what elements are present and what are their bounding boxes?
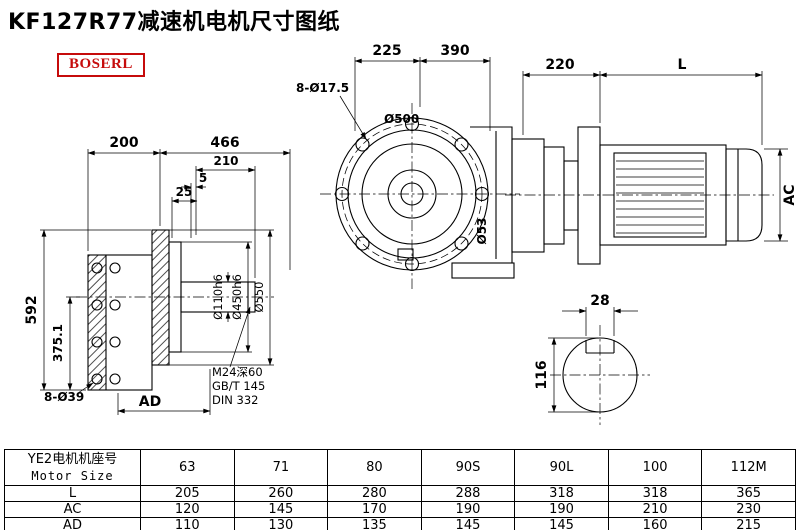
value-AD-71: 130	[233, 517, 329, 530]
table-header-en: Motor Size	[31, 468, 114, 483]
brand-logo: BOSERL	[57, 53, 145, 77]
motor-cooling-fins	[616, 160, 704, 234]
dim-width-5: 5	[199, 171, 207, 185]
motor-size-112m: 112M	[701, 449, 796, 486]
value-L-71: 260	[233, 485, 329, 502]
label-bolt-holes-17-5: 8-Ø17.5	[296, 81, 349, 95]
dim-height-375-1: 375.1	[51, 324, 65, 362]
table-row-AD: AD 110 130 135 145 145 160 215	[4, 517, 796, 530]
side-view: 200 466 210 5 25 592 375.1	[24, 135, 291, 415]
dim-length-L: L	[678, 57, 687, 73]
motor-size-90s: 90S	[420, 449, 516, 486]
value-L-100: 318	[607, 485, 703, 502]
value-AD-63: 110	[140, 517, 235, 530]
dim-spigot-dia: Ø450h6	[230, 274, 244, 320]
motor-view: 220 L AC	[505, 57, 798, 265]
dim-height-592: 592	[24, 295, 40, 324]
value-AD-80: 135	[327, 517, 422, 530]
motor-size-80: 80	[327, 449, 422, 486]
note-standard-gbt: GB/T 145	[212, 379, 265, 393]
motor-size-90l: 90L	[514, 449, 609, 486]
dim-width-200: 200	[109, 135, 138, 151]
value-AC-112m: 230	[701, 501, 796, 518]
value-AD-112m: 215	[701, 517, 796, 530]
row-label-AD: AD	[4, 517, 141, 530]
motor-size-63: 63	[140, 449, 235, 486]
motor-fan-cover	[725, 148, 763, 242]
dim-flange-dia: Ø550	[252, 281, 266, 312]
dim-flange-dia-500: Ø500	[384, 112, 419, 126]
front-view: 225 390 8-Ø17.5 Ø500 Ø53	[296, 43, 520, 289]
value-L-63: 205	[140, 485, 235, 502]
table-row-AC: AC 120 145 170 190 190 210 230	[4, 501, 796, 518]
dim-width-210: 210	[213, 154, 238, 168]
row-label-L: L	[4, 485, 141, 502]
label-bolt-holes-39: 8-Ø39	[44, 390, 84, 404]
dim-height-116: 116	[534, 360, 550, 389]
dim-shaft-dia: Ø110h6	[211, 274, 225, 320]
value-AC-71: 145	[233, 501, 329, 518]
page-title: KF127R77减速机电机尺寸图纸	[8, 10, 341, 35]
value-AD-90s: 145	[420, 517, 516, 530]
value-AD-90l: 145	[514, 517, 609, 530]
motor-size-table: YE2电机机座号 Motor Size 63 71 80 90S 90L 100…	[4, 449, 796, 530]
shaft-section-view: 28 116	[534, 293, 650, 425]
dim-key-width-28: 28	[590, 293, 609, 309]
value-L-90s: 288	[420, 485, 516, 502]
dim-width-220: 220	[545, 57, 574, 73]
value-L-112m: 365	[701, 485, 796, 502]
dim-width-225: 225	[372, 43, 401, 59]
value-AC-80: 170	[327, 501, 422, 518]
row-label-AC: AC	[4, 501, 141, 518]
dim-ad: AD	[139, 394, 161, 410]
side-view-bolt-holes	[91, 262, 121, 385]
dim-dia-AC: AC	[782, 184, 798, 205]
dim-width-25: 25	[176, 185, 193, 199]
table-row-L: L 205 260 280 288 318 318 365	[4, 485, 796, 502]
dim-width-466: 466	[210, 135, 239, 151]
note-standard-din: DIN 332	[212, 393, 258, 407]
value-L-90l: 318	[514, 485, 609, 502]
note-tap-hole: M24深60	[212, 365, 263, 379]
value-AD-100: 160	[607, 517, 703, 530]
value-AC-63: 120	[140, 501, 235, 518]
value-AC-90l: 190	[514, 501, 609, 518]
motor-size-100: 100	[607, 449, 703, 486]
front-view-bolt-holes	[334, 116, 490, 272]
value-AC-90s: 190	[420, 501, 516, 518]
table-row-header: YE2电机机座号 Motor Size	[4, 449, 141, 486]
value-L-80: 280	[327, 485, 422, 502]
dim-dia-53: Ø53	[475, 218, 489, 245]
table-header-row: YE2电机机座号 Motor Size 63 71 80 90S 90L 100…	[4, 449, 796, 486]
dim-width-390: 390	[440, 43, 469, 59]
motor-size-71: 71	[233, 449, 329, 486]
technical-drawing: 200 466 210 5 25 592 375.1	[24, 43, 798, 425]
table-header-cn: YE2电机机座号	[27, 451, 118, 467]
brand-logo-text: BOSERL	[69, 56, 133, 72]
value-AC-100: 210	[607, 501, 703, 518]
